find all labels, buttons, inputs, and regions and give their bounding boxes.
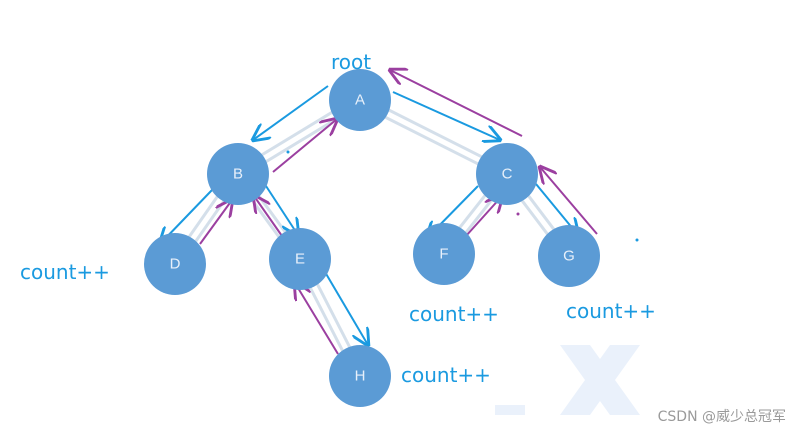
node-label-c: C: [502, 166, 513, 183]
node-circle-c: [476, 143, 538, 205]
arrow-e-to-h: [324, 271, 368, 345]
tree-nodes: A B C D E F G H: [144, 69, 600, 407]
node-circle-a: [329, 69, 391, 131]
arrow-h-to-e: [295, 283, 339, 355]
arrow-c-to-a: [390, 70, 523, 137]
node-label-d: D: [170, 256, 181, 273]
arrow-g-to-c: [540, 167, 598, 235]
node-label-h: H: [355, 368, 366, 385]
arrow-a-to-c: [392, 91, 500, 140]
node-a: A: [329, 69, 391, 131]
csdn-watermark: CSDN @威少总冠军: [657, 409, 786, 425]
arrow-e-to-b: [254, 196, 283, 237]
count-label-d: count++: [20, 260, 110, 284]
arrow-b-to-e: [265, 185, 298, 235]
node-c: C: [476, 143, 538, 205]
count-f-label-bg: [398, 294, 510, 332]
tree-edges: [170, 95, 574, 379]
arrow-d-to-b: [199, 200, 232, 245]
node-d: D: [144, 233, 206, 295]
traversal-up-arrows: [199, 70, 598, 355]
root-label: root: [331, 50, 371, 74]
node-b: B: [207, 143, 269, 205]
node-label-b: B: [233, 166, 243, 183]
background-watermark-shape: [495, 345, 640, 415]
count-g-label-bg: [554, 292, 666, 330]
node-label-e: E: [295, 251, 305, 268]
count-label-h: count++: [401, 363, 491, 387]
arrow-a-to-b: [253, 85, 329, 140]
node-circle-e: [269, 228, 331, 290]
arrow-b-to-a: [272, 119, 337, 173]
node-circle-b: [207, 143, 269, 205]
node-label-f: F: [439, 246, 448, 263]
count-label-g: count++: [566, 299, 656, 323]
stray-dots: [286, 150, 639, 242]
node-g: G: [538, 225, 600, 287]
node-circle-f: [413, 223, 475, 285]
count-label-f: count++: [409, 302, 499, 326]
node-circle-g: [538, 225, 600, 287]
node-f: F: [413, 223, 475, 285]
node-label-g: G: [563, 248, 575, 265]
node-circle-d: [144, 233, 206, 295]
node-circle-h: [329, 345, 391, 407]
node-label-a: A: [355, 92, 365, 109]
node-e: E: [269, 228, 331, 290]
node-h: H: [329, 345, 391, 407]
